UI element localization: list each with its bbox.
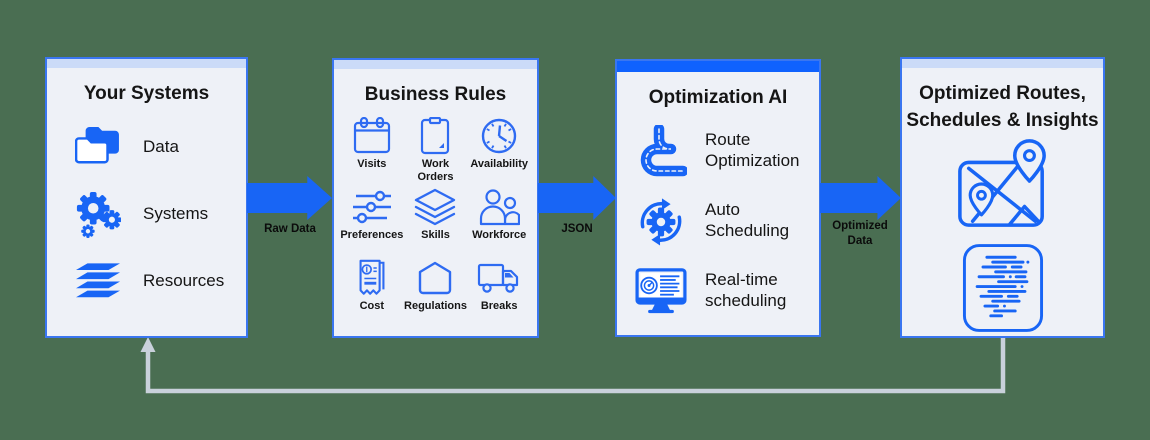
clock-icon (480, 115, 518, 157)
sliders-icon (350, 186, 394, 228)
list-item-label: Auto Scheduling (705, 200, 790, 240)
panel-title: Optimization AI (648, 87, 788, 108)
route-icon (633, 124, 689, 177)
flow-arrow-optimized-data (820, 176, 901, 220)
panel-optimized-outputs: Optimized Routes, Schedules & Insights (900, 57, 1105, 338)
list-item-route-optimization: Route Optimization (617, 116, 819, 186)
panel-title: Your Systems (83, 83, 210, 104)
map-route-icon (955, 138, 1051, 235)
receipt-icon (355, 257, 389, 299)
list-item-label: Resources (143, 271, 225, 291)
calendar-icon (352, 115, 392, 157)
list-item-resources: Resources (47, 248, 246, 315)
panel-header-bar (617, 61, 819, 72)
house-icon (417, 257, 453, 299)
panel-optimization-ai: Optimization AI Route Optimization (615, 59, 821, 337)
feedback-arrowhead (140, 337, 156, 352)
list-item-realtime-scheduling: Real-time scheduling (617, 256, 819, 326)
panel-title: Business Rules (364, 84, 507, 105)
list-item-label: Systems (143, 204, 209, 224)
grid-item-workforce: Workforce (467, 186, 531, 257)
grid-item-skills: Skills (404, 186, 468, 257)
refresh-gear-icon (633, 196, 689, 246)
list-item-label: Data (143, 137, 179, 157)
flow-arrow-json (538, 176, 616, 220)
grid-item-breaks: Breaks (467, 257, 531, 328)
list-item-label: Route Optimization (705, 130, 800, 170)
grid-item-preferences: Preferences (340, 186, 404, 257)
monitor-schedule-icon (633, 268, 689, 314)
folders-icon (73, 127, 123, 167)
grid-item-regulations: Regulations (404, 257, 468, 328)
arrow-label: Raw Data (264, 223, 316, 235)
grid-item-visits: Visits (340, 115, 404, 186)
list-item-label: Real-time scheduling (705, 270, 787, 310)
list-item-auto-scheduling: Auto Scheduling (617, 186, 819, 256)
gantt-schedule-icon (962, 243, 1044, 338)
list-item-systems: Systems (47, 181, 246, 248)
panel-header-strip (902, 59, 1103, 68)
panel-title: Optimized Routes, Schedules & Insights (906, 83, 1099, 131)
people-icon (478, 186, 521, 228)
flow-arrow-raw-data (247, 176, 332, 220)
layer-stack-icon (413, 186, 457, 228)
panel-header-strip (334, 60, 537, 69)
layers-icon (73, 263, 123, 300)
work-order-icon (420, 115, 450, 157)
truck-icon (477, 257, 521, 299)
grid-item-work-orders: Work Orders (404, 115, 468, 186)
arrow-label: JSON (561, 223, 593, 235)
arrow-label: Optimized Data (832, 220, 888, 247)
panel-your-systems: Your Systems Data (45, 57, 248, 338)
gears-icon (73, 190, 123, 239)
panel-business-rules: Business Rules Visits (332, 58, 539, 338)
panel-header-strip (47, 59, 246, 68)
grid-item-availability: Availability (467, 115, 531, 186)
grid-item-cost: Cost (340, 257, 404, 328)
list-item-data: Data (47, 114, 246, 181)
